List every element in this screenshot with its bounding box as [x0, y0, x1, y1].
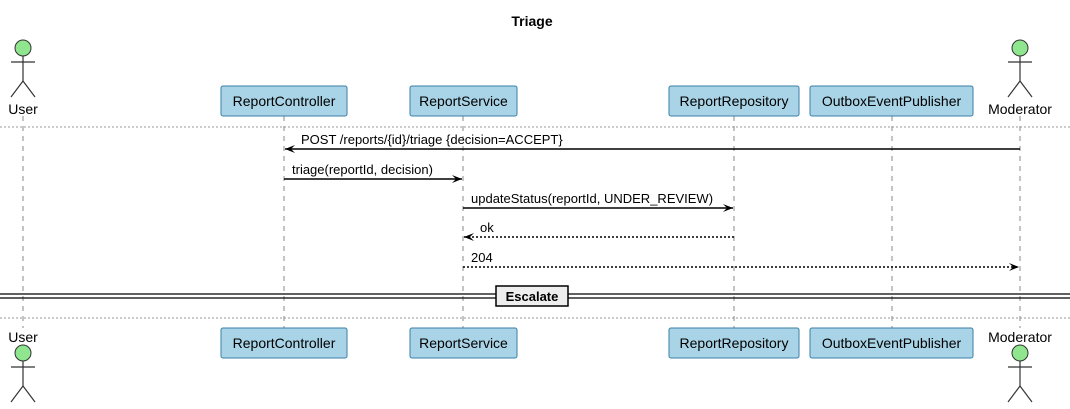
message-label: ok — [480, 220, 494, 235]
actor-head — [14, 39, 32, 57]
participant-publisher: OutboxEventPublisher — [809, 327, 974, 359]
message-arrow: triage(reportId, decision) — [284, 162, 462, 183]
participant-box — [409, 327, 518, 359]
message-arrow: POST /reports/{id}/triage {decision=ACCE… — [285, 132, 1020, 153]
message-arrow: updateStatus(reportId, UNDER_REVIEW) — [463, 191, 733, 212]
participant-box — [809, 327, 974, 359]
divider-label: Escalate — [506, 289, 559, 304]
actor-leg — [1019, 80, 1033, 98]
participant-label: ReportRepository — [680, 335, 789, 351]
actor-leg — [1019, 385, 1033, 403]
actor-head — [14, 344, 32, 362]
message-label: updateStatus(reportId, UNDER_REVIEW) — [471, 191, 713, 206]
participant-box — [668, 85, 800, 117]
diagram-title: Triage — [511, 13, 552, 29]
participant-repository: ReportRepository — [668, 327, 800, 359]
actor-figure-moderator — [1007, 39, 1033, 98]
participant-label: OutboxEventPublisher — [822, 335, 962, 351]
actor-leg — [22, 80, 36, 98]
message-label: 204 — [471, 250, 493, 265]
actor-leg — [10, 385, 24, 403]
actor-leg — [22, 385, 36, 403]
message-label: POST /reports/{id}/triage {decision=ACCE… — [301, 132, 563, 147]
actor-head — [1011, 344, 1029, 362]
actor-label-user: User — [8, 101, 38, 117]
actor-figure-user — [10, 39, 36, 98]
divider-box — [495, 285, 569, 307]
arrowhead — [723, 204, 733, 212]
participant-box — [668, 327, 800, 359]
participant-box — [220, 327, 348, 359]
participant-controller: ReportController — [220, 85, 348, 117]
message-arrow: 204 — [463, 250, 1019, 271]
actor-label-moderator: Moderator — [988, 101, 1052, 117]
participants: UserUserReportControllerReportController… — [8, 39, 1052, 403]
participant-label: ReportController — [233, 335, 336, 351]
participant-label: OutboxEventPublisher — [822, 93, 962, 109]
participant-label: ReportRepository — [680, 93, 789, 109]
arrowhead — [1009, 263, 1019, 271]
participant-box — [220, 85, 348, 117]
actor-head — [1011, 39, 1029, 57]
participant-service: ReportService — [409, 327, 518, 359]
message-label: triage(reportId, decision) — [292, 162, 433, 177]
actor-leg — [10, 80, 24, 98]
participant-box — [809, 85, 974, 117]
participant-box — [409, 85, 518, 117]
actor-figure-moderator — [1007, 344, 1033, 403]
actor-label-user: User — [8, 329, 38, 345]
arrowhead — [285, 145, 295, 153]
participant-label: ReportController — [233, 93, 336, 109]
actor-label-moderator: Moderator — [988, 329, 1052, 345]
participant-service: ReportService — [409, 85, 518, 117]
participant-repository: ReportRepository — [668, 85, 800, 117]
participant-label: ReportService — [419, 93, 508, 109]
arrowhead — [464, 233, 474, 241]
messages: POST /reports/{id}/triage {decision=ACCE… — [284, 132, 1020, 271]
actor-figure-user — [10, 344, 36, 403]
actor-leg — [1007, 80, 1021, 98]
message-arrow: ok — [464, 220, 734, 241]
arrowhead — [452, 175, 462, 183]
participant-controller: ReportController — [220, 327, 348, 359]
participant-publisher: OutboxEventPublisher — [809, 85, 974, 117]
participant-label: ReportService — [419, 335, 508, 351]
actor-leg — [1007, 385, 1021, 403]
divider: Escalate — [0, 285, 1070, 307]
